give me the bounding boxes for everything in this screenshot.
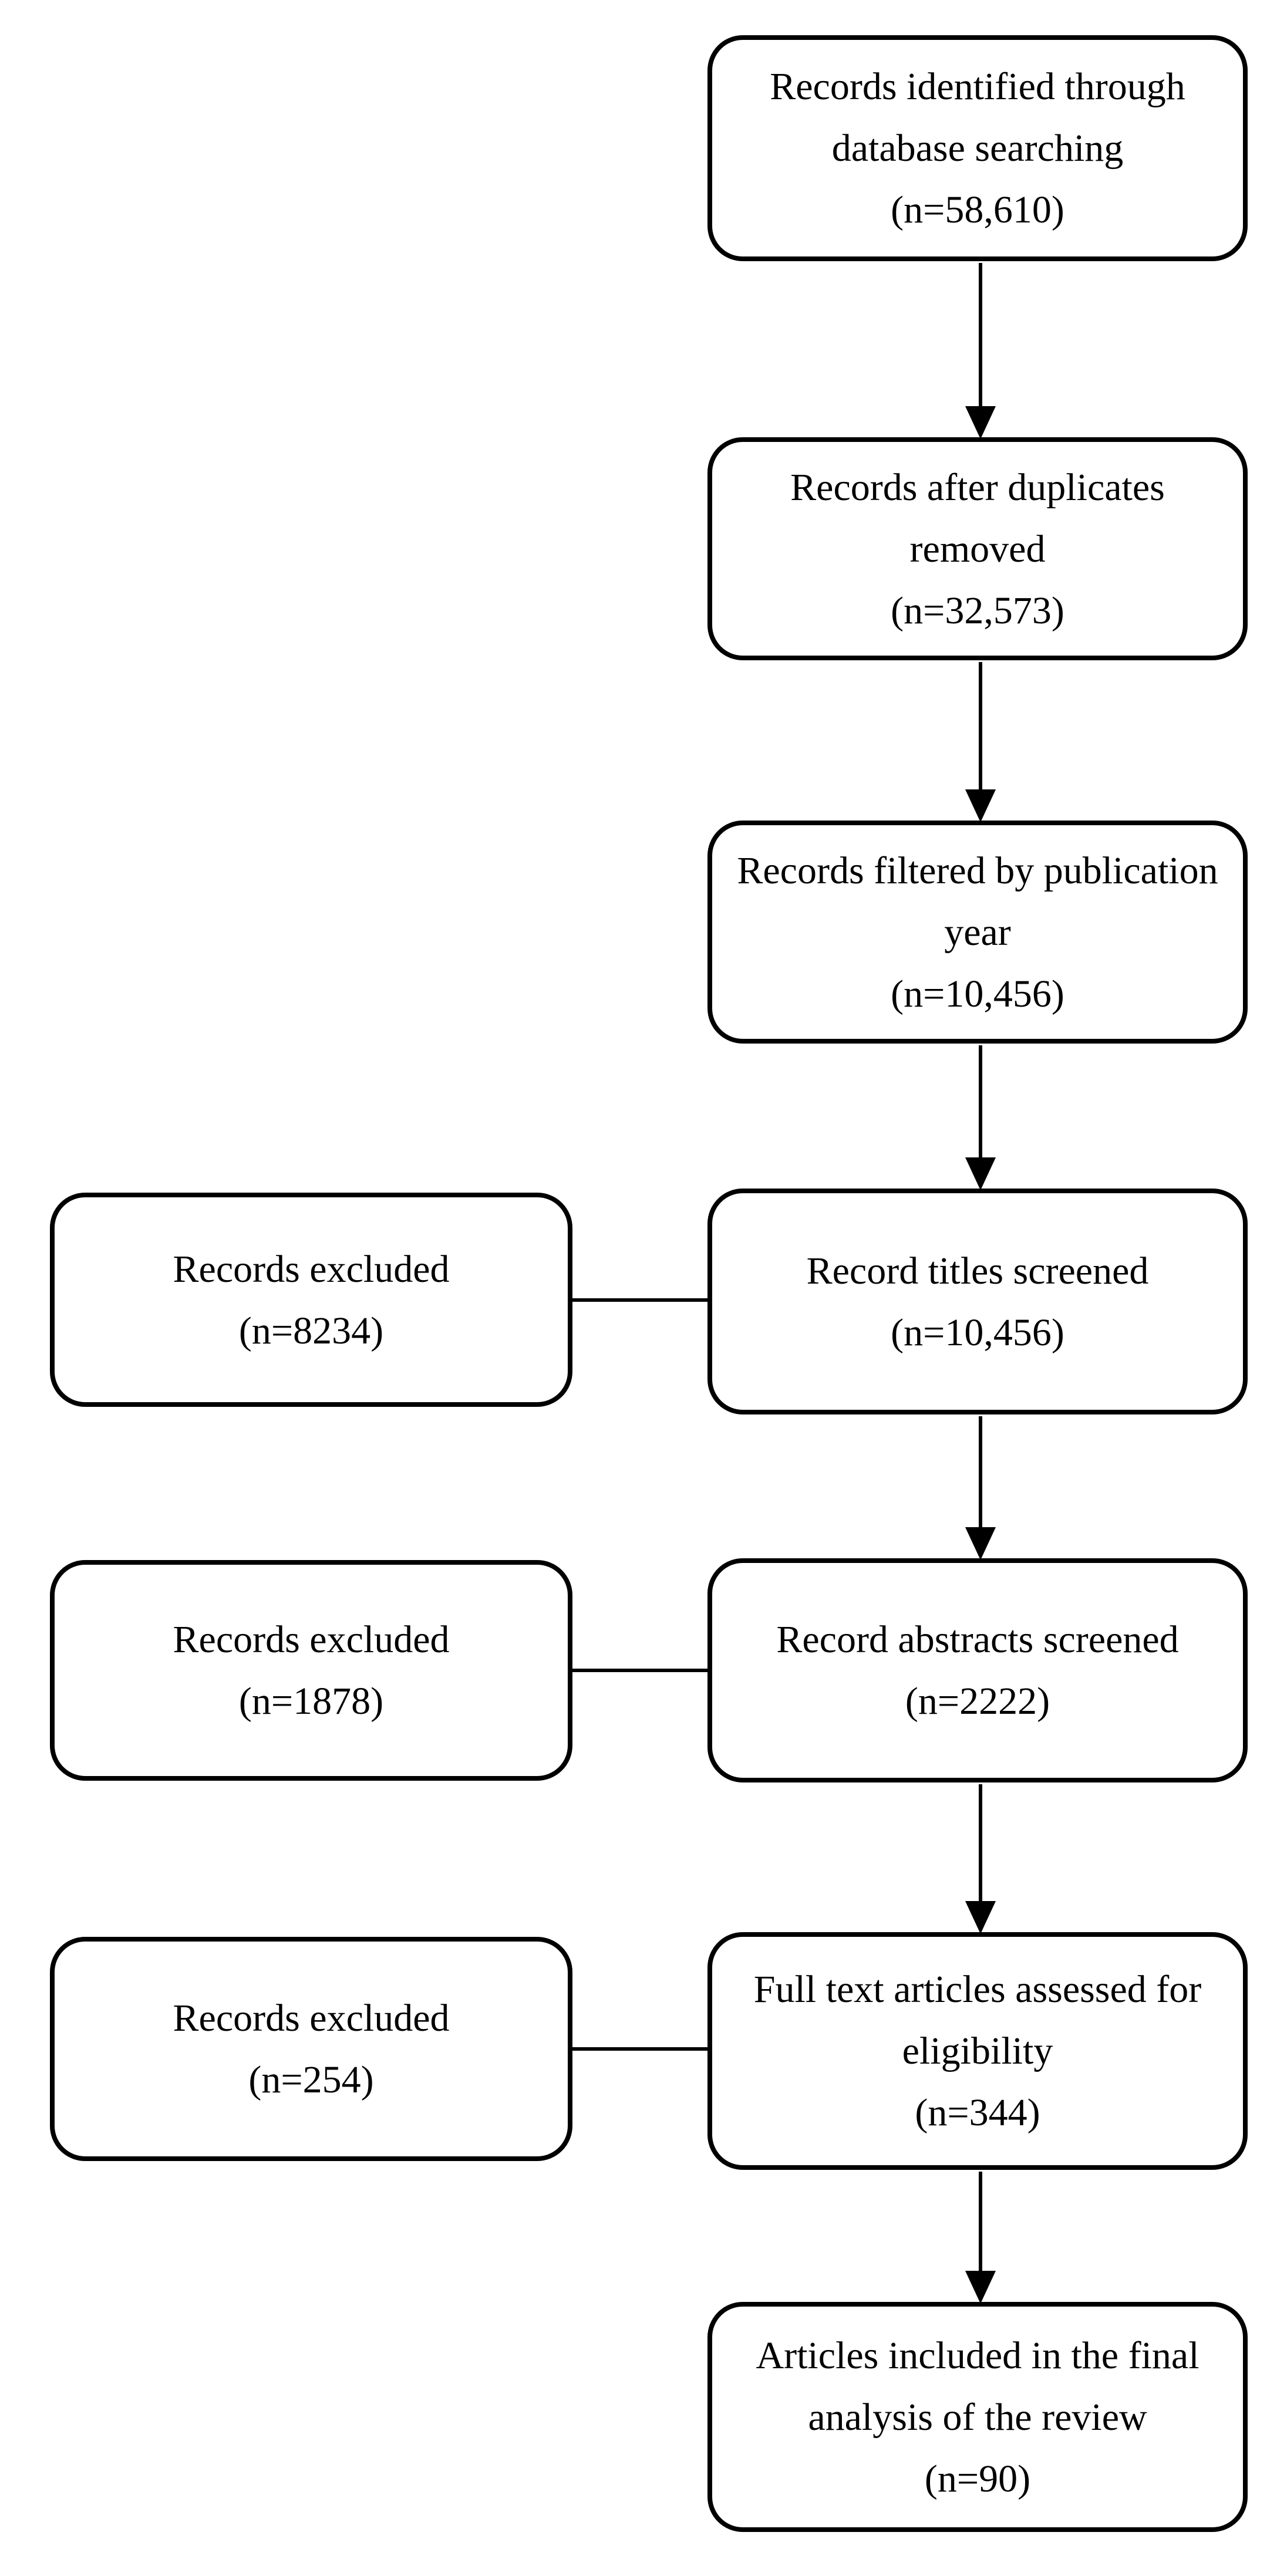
node-text-line: Records excluded (173, 1618, 450, 1661)
node-count: (n=32,573) (891, 589, 1064, 632)
node-text-line: eligibility (902, 2030, 1053, 2072)
node-duplicates-removed: Records after duplicates removed (n=32,5… (707, 437, 1248, 660)
arrow-identified-to-deduplicated (965, 263, 996, 439)
node-text-line: Records excluded (173, 1997, 450, 2040)
node-count: (n=254) (248, 2058, 374, 2101)
arrow-titles-to-abstracts (965, 1416, 996, 1560)
node-count: (n=10,456) (891, 1311, 1064, 1354)
arrow-fulltext-to-included (965, 2172, 996, 2304)
node-titles-screened: Record titles screened (n=10,456) (707, 1189, 1248, 1414)
node-text-line: year (944, 910, 1011, 954)
node-text-line: Records after duplicates (790, 465, 1165, 509)
node-text-line: Articles included in the final (756, 2334, 1199, 2377)
node-text-line: Record abstracts screened (776, 1618, 1179, 1661)
node-excluded-titles: Records excluded (n=8234) (50, 1193, 572, 1407)
node-text-line: Records identified through (770, 65, 1185, 108)
node-text-line: removed (909, 527, 1046, 570)
node-text-line: Full text articles assessed for (753, 1968, 1202, 2011)
node-text-line: Record titles screened (806, 1249, 1149, 1292)
arrow-abstracts-to-fulltext (965, 1784, 996, 1934)
node-fulltext-assessed: Full text articles assessed for eligibil… (707, 1932, 1248, 2170)
node-text-line: Records filtered by publication (737, 849, 1218, 892)
node-excluded-fulltext: Records excluded (n=254) (50, 1937, 572, 2161)
arrow-deduplicated-to-filtered (965, 662, 996, 822)
node-text-line: database searching (831, 127, 1124, 170)
node-count: (n=90) (924, 2457, 1031, 2500)
node-excluded-abstracts: Records excluded (n=1878) (50, 1560, 572, 1781)
arrow-filtered-to-titles (965, 1045, 996, 1190)
node-records-identified: Records identified through database sear… (707, 35, 1248, 261)
node-text-line: analysis of the review (808, 2395, 1147, 2439)
node-count: (n=2222) (905, 1680, 1050, 1723)
node-count: (n=10,456) (891, 972, 1064, 1015)
node-count: (n=58,610) (891, 188, 1064, 231)
node-articles-included: Articles included in the final analysis … (707, 2302, 1248, 2532)
node-abstracts-screened: Record abstracts screened (n=2222) (707, 1558, 1248, 1782)
node-text-line: Records excluded (173, 1247, 450, 1291)
node-count: (n=344) (915, 2091, 1040, 2134)
node-count: (n=8234) (238, 1309, 384, 1352)
node-count: (n=1878) (238, 1680, 384, 1723)
node-filtered-by-year: Records filtered by publication year (n=… (707, 821, 1248, 1044)
